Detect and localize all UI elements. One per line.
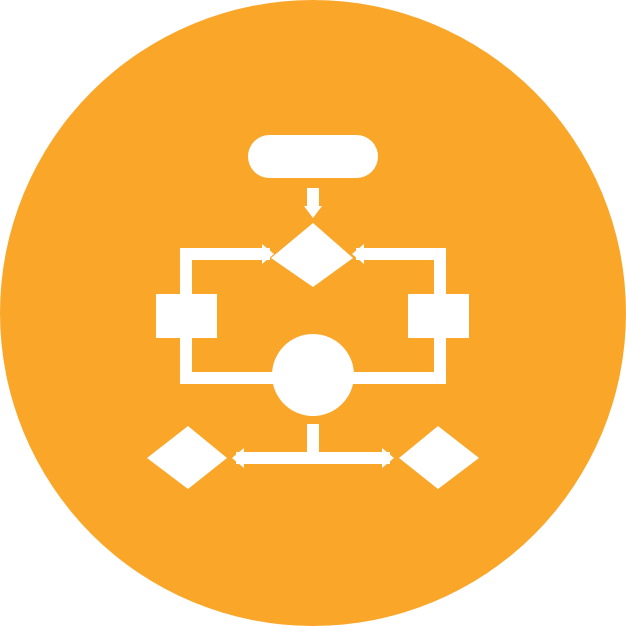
arrowhead xyxy=(232,448,244,468)
connector-line xyxy=(307,424,319,458)
decision-diamond xyxy=(147,426,227,489)
arrowhead xyxy=(352,244,364,264)
decision-diamond xyxy=(271,223,353,287)
arrowhead xyxy=(262,244,274,264)
connector-line xyxy=(351,372,446,384)
connector-line xyxy=(180,248,270,260)
arrowhead xyxy=(304,206,322,218)
connector-line xyxy=(307,188,319,208)
connector-line xyxy=(356,248,446,260)
connector-line xyxy=(180,372,275,384)
process-box xyxy=(156,294,217,338)
connector-line xyxy=(434,248,446,294)
decision-diamond xyxy=(399,426,479,489)
arrowhead xyxy=(382,448,394,468)
terminal-shape xyxy=(248,135,378,178)
connector-line xyxy=(236,452,390,464)
connector-circle xyxy=(272,334,354,416)
connector-line xyxy=(180,248,192,294)
process-box xyxy=(408,294,469,338)
